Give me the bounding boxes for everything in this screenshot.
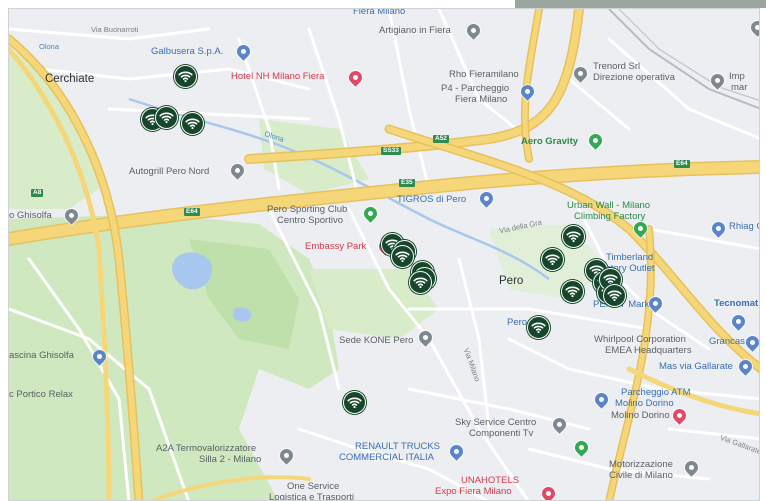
road-shield-a52: A52 (433, 135, 449, 143)
poi-label-timberland: Timberland (606, 252, 654, 263)
poi-label-hotel-nh: Hotel NH Milano Fiera (231, 71, 325, 82)
poi-label-direzione: Direzione operativa (593, 72, 675, 83)
poi-label-embassy-park: Embassy Park (305, 241, 367, 252)
poi-label-trenord: Trenord Srl (593, 61, 641, 72)
wifi-icon[interactable] (409, 271, 432, 294)
poi-label-p4: P4 - Parcheggio (441, 83, 510, 94)
poi-label-commercial: COMMERCIAL ITALIA (339, 452, 435, 463)
wifi-icon[interactable] (562, 225, 585, 248)
poi-label-factory-outlet: ctory Outlet (606, 263, 655, 274)
poi-label-ghisolfa: o Ghisolfa (9, 210, 52, 221)
poi-label-imp: Imp (729, 71, 745, 82)
poi-label-rho-fieramilano: Rho Fieramilano (449, 69, 519, 80)
wifi-icon[interactable] (391, 245, 414, 268)
road-shield-ss33: SS33 (381, 147, 401, 155)
poi-label-molino-dorino-2: Molino Dorino (611, 410, 670, 421)
poi-label-grancasa: Grancasa (709, 336, 751, 347)
poi-label-penny: PENNY Market (593, 299, 658, 310)
poi-label-silla: Silla 2 - Milano (199, 454, 262, 465)
poi-label-climbing: Climbing Factory (574, 211, 646, 222)
poi-label-tigros: TIGROS di Pero (397, 194, 467, 205)
place-cerchiate: Cerchiate (45, 73, 95, 85)
road-shield-e64b: E64 (674, 160, 690, 168)
poi-label-a2a: A2A Termovalorizzatore (156, 443, 257, 454)
poi-label-expo: Expo Fiera Milano (435, 486, 512, 497)
wifi-icon[interactable] (561, 280, 584, 303)
poi-label-rhiag: Rhiag G (729, 221, 759, 232)
road-shield-e64: E64 (184, 208, 200, 216)
map-viewport[interactable]: A8 A52 E64 E64 SS33 E35 Via Buonarroti V… (8, 8, 760, 501)
poi-label-aero-gravity: Aero Gravity (521, 136, 579, 147)
wifi-icon[interactable] (155, 106, 178, 129)
poi-label-unahotels: UNAHOTELS (461, 475, 520, 486)
poi-label-whirlpool: Whirlpool Corporation (594, 334, 686, 345)
poi-label-galbusera: Galbusera S.p.A. (151, 46, 224, 57)
poi-label-renault: RENAULT TRUCKS (355, 441, 440, 452)
poi-label-civile: Civile di Milano (609, 470, 673, 481)
poi-label-artigiano: Artigiano in Fiera (379, 25, 451, 36)
poi-label-imp-2: mar (731, 82, 748, 93)
river-label-olona: Olona (39, 42, 60, 51)
poi-label-pero: Pero (507, 317, 528, 328)
imagery-strip (515, 0, 766, 8)
road-shield-a8: A8 (31, 189, 44, 197)
poi-label-molino-dorino: Molino Dorino (615, 398, 674, 409)
poi-label-fiera-milano: Fiera Milano (353, 8, 406, 17)
poi-label-componenti: Componenti Tv (469, 428, 534, 439)
poi-label-parcheggio-atm: Parcheggio ATM (621, 387, 691, 398)
poi-label-tecnomat: Tecnomat (714, 298, 759, 309)
poi-label-fiera-milano-2: Fiera Milano (455, 94, 508, 105)
poi-label-motorizzazione: Motorizzazione (609, 459, 673, 470)
road-label-buonarroti: Via Buonarroti (91, 25, 139, 34)
poi-label-centro-sportivo: Centro Sportivo (277, 215, 344, 226)
poi-label-cascina: ascina Ghisolfa (9, 350, 74, 361)
poi-label-emea: EMEA Headquarters (605, 345, 692, 356)
poi-label-logistica: Logistica e Trasporti (269, 492, 355, 501)
wifi-icon[interactable] (603, 284, 626, 307)
poi-label-portico: c Portico Relax (9, 389, 73, 400)
poi-label-sede-kone: Sede KONE Pero (339, 335, 414, 346)
wifi-icon[interactable] (174, 65, 197, 88)
wifi-icon[interactable] (181, 112, 204, 135)
wifi-icon[interactable] (541, 248, 564, 271)
poi-label-one-service: One Service (287, 481, 340, 492)
poi-label-pero-sporting: Pero Sporting Club (267, 204, 348, 215)
road-shield-e35: E35 (399, 179, 415, 187)
place-pero: Pero (499, 275, 524, 287)
wifi-icon[interactable] (343, 391, 366, 414)
poi-label-autogrill: Autogrill Pero Nord (129, 166, 210, 177)
wifi-icon[interactable] (527, 316, 550, 339)
poi-label-sky-service: Sky Service Centro (455, 417, 537, 428)
poi-label-mas: Mas via Gallarate (659, 361, 733, 372)
poi-label-urban-wall: Urban Wall - Milano (567, 200, 651, 211)
